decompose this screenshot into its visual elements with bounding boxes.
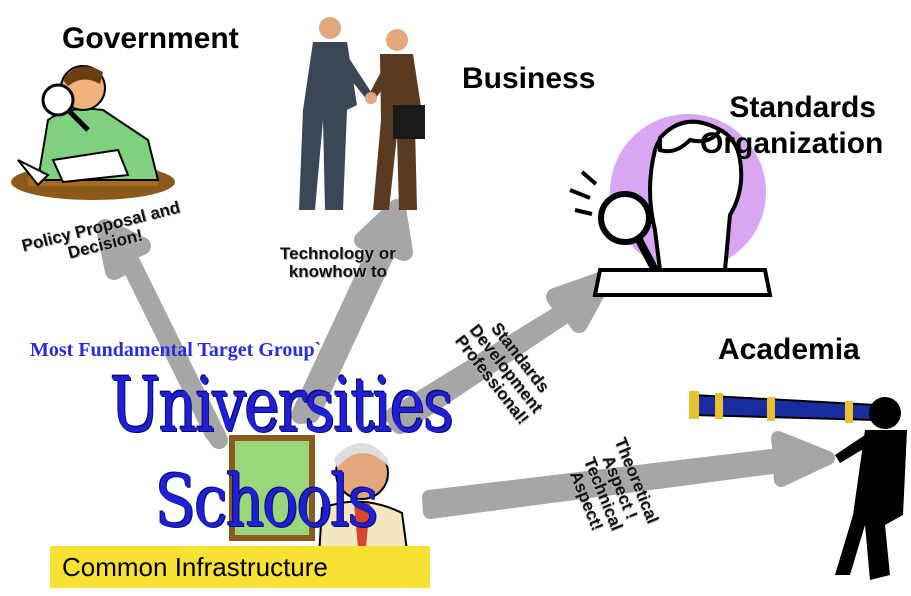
arrow-to-academia: [422, 431, 835, 519]
standards-label-line1: Standards: [729, 91, 877, 124]
investigator-clipart: [11, 65, 175, 200]
arrow-to-business: [291, 199, 413, 424]
standards-label: Standards Organization: [700, 90, 883, 162]
target-group-label: Most Fundamental Target Group`: [30, 339, 322, 361]
government-label: Government: [62, 22, 239, 55]
magnifier-woman-clipart: [569, 114, 773, 297]
arrow-label-business-line1: Technology or: [280, 244, 396, 263]
arrow-label-business: Technology or knowhow to: [280, 245, 396, 281]
schools-title: Schools: [155, 460, 379, 544]
arrow-to-government: [96, 219, 228, 449]
standards-label-line2: Organization: [700, 127, 884, 160]
arrow-to-standards: [385, 271, 612, 434]
universities-title: Universities: [110, 362, 454, 450]
academia-label: Academia: [718, 333, 860, 366]
telescope-clipart: [689, 391, 907, 580]
arrow-label-business-line2: knowhow to: [288, 261, 388, 281]
handshake-clipart: [299, 17, 425, 210]
business-label: Business: [462, 62, 596, 95]
common-infrastructure-label: Common Infrastructure: [50, 546, 430, 588]
